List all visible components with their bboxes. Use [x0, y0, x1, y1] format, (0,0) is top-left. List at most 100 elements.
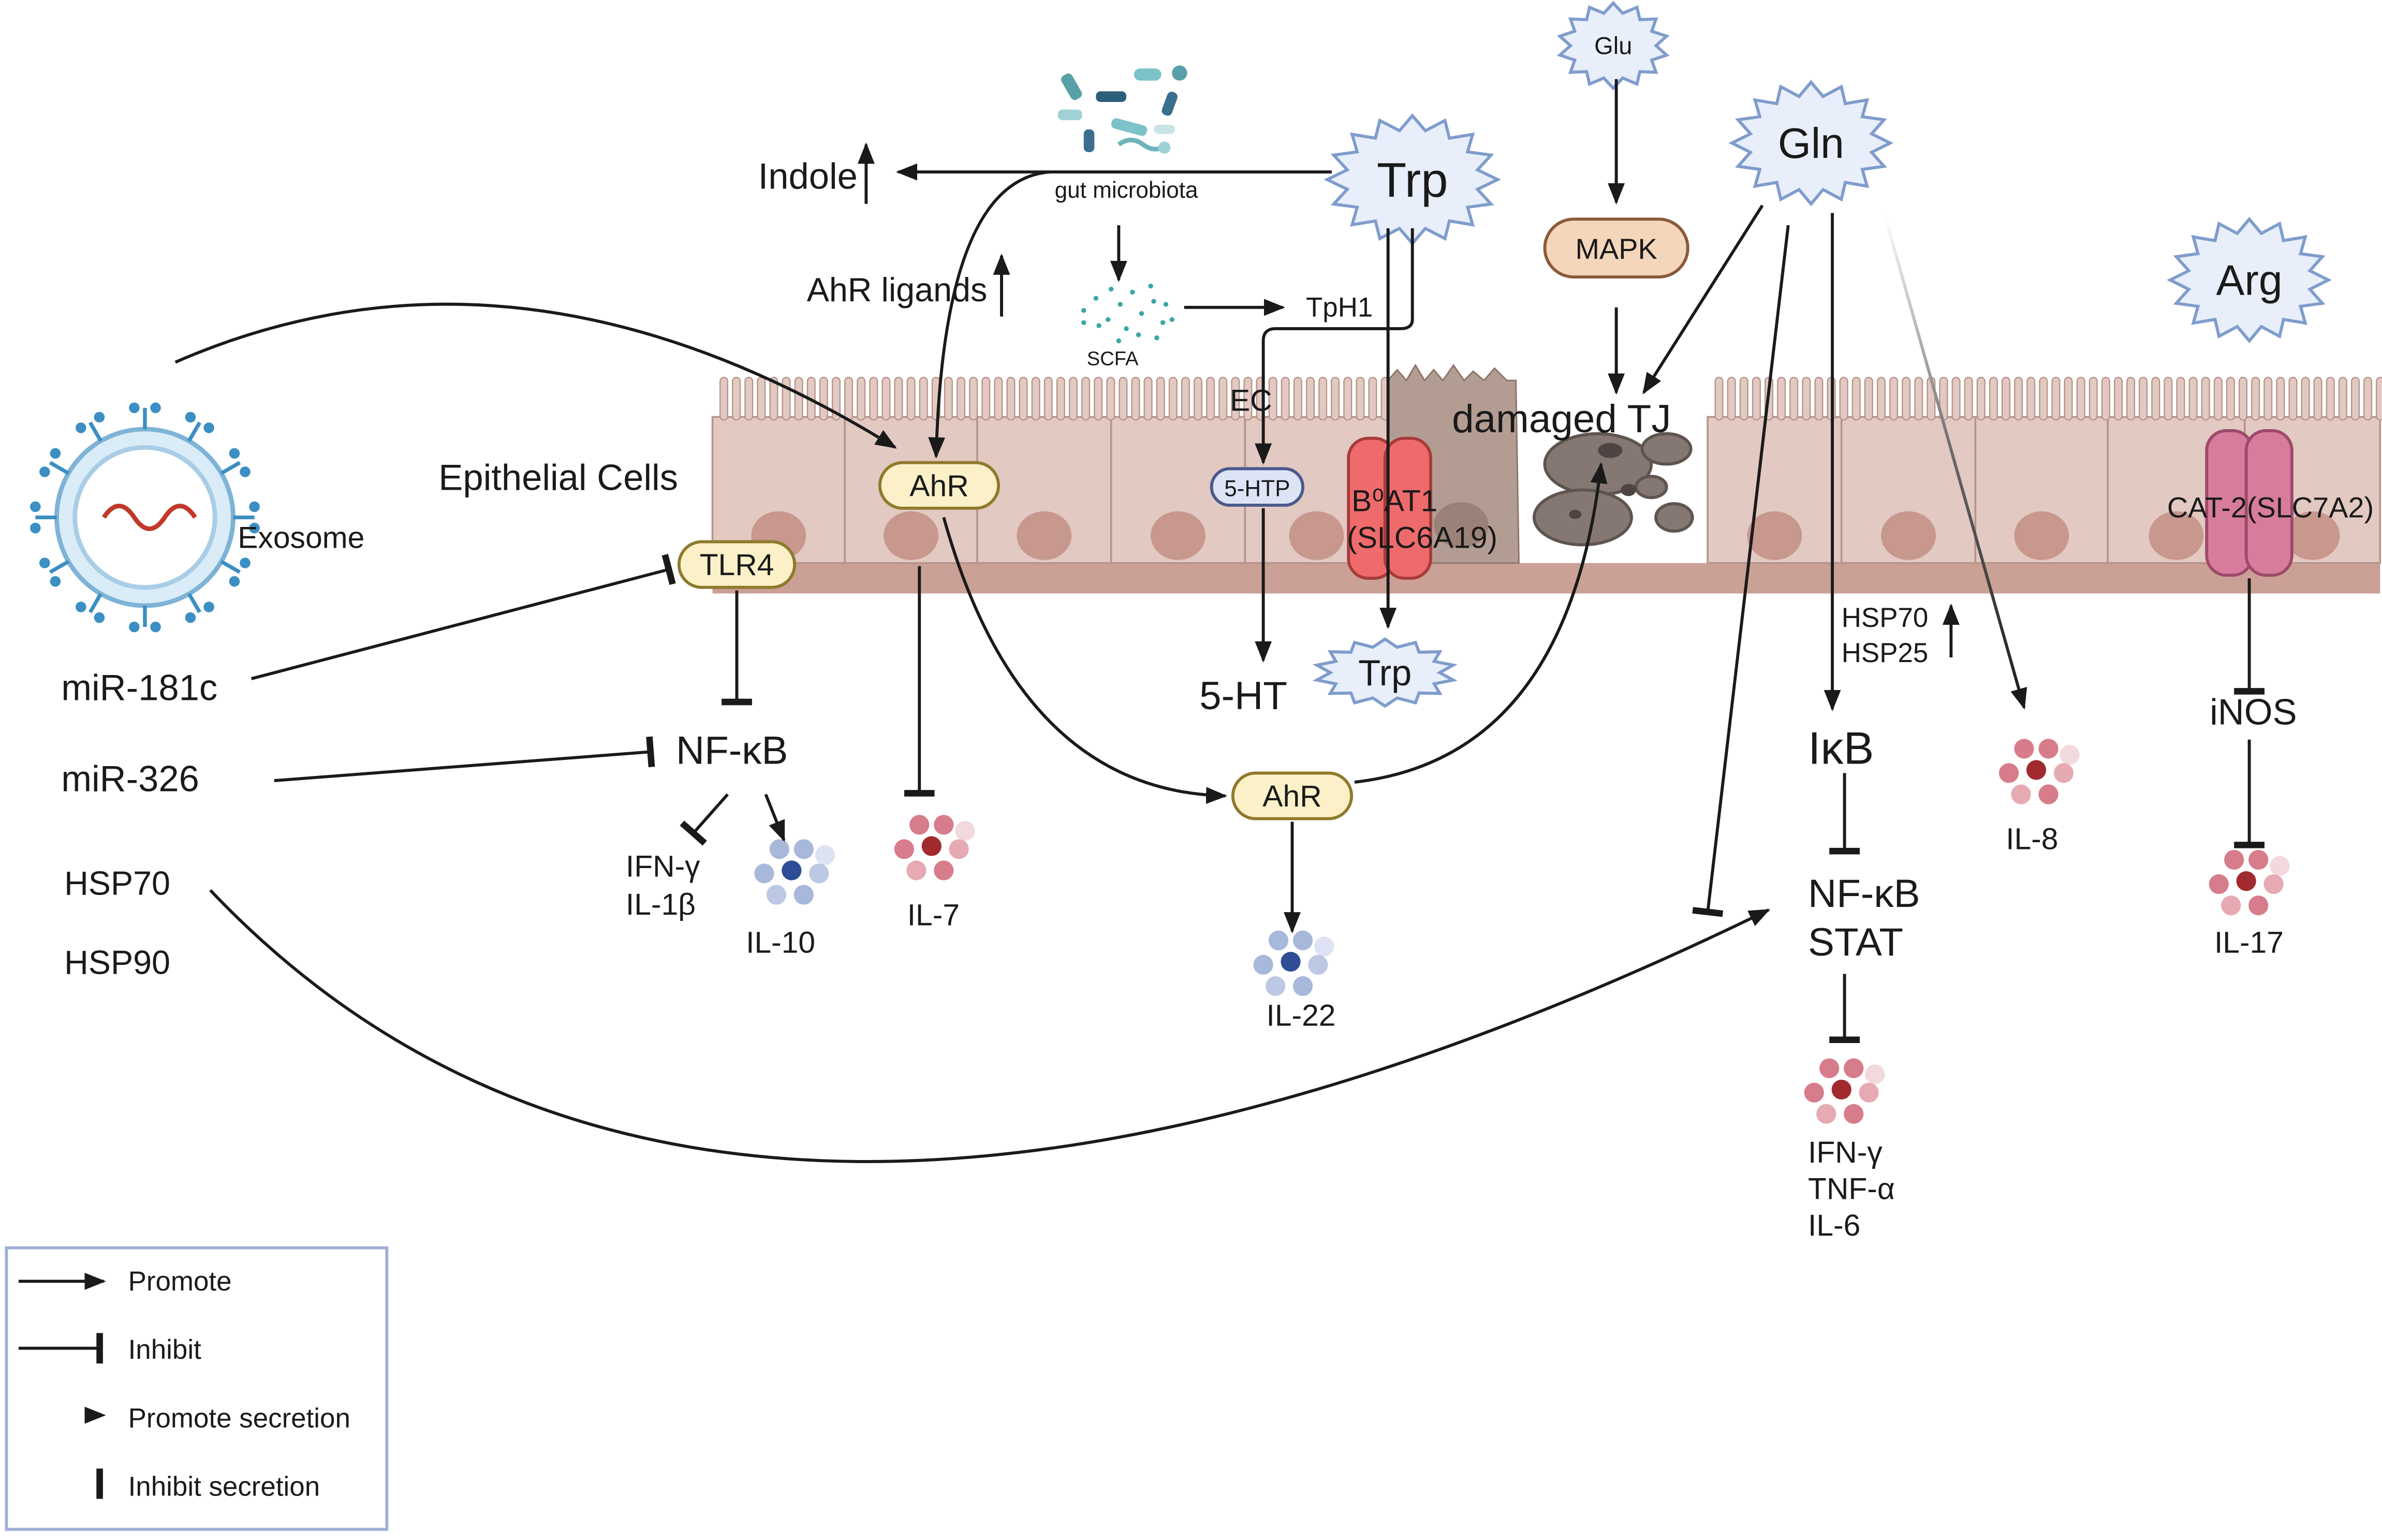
microvillus — [1876, 376, 1886, 421]
legend-promote-label: Promote — [128, 1266, 232, 1297]
microvillus — [1143, 376, 1153, 421]
scfa-particle — [1163, 302, 1169, 307]
scfa-particle — [1096, 323, 1101, 328]
il22-cluster-icon — [1253, 930, 1334, 996]
five-ht-label: 5-HT — [1199, 674, 1287, 718]
microvillus — [2288, 376, 2298, 421]
microvillus — [2064, 376, 2073, 421]
ahr-ligands-label: AhR ligands — [807, 271, 988, 309]
microvillus — [1243, 376, 1253, 421]
microvillus — [956, 376, 966, 421]
cat2-label: CAT-2(SLC7A2) — [2167, 491, 2374, 524]
microvillus — [794, 376, 803, 421]
exosome-spike — [39, 558, 70, 587]
il7-cluster-icon — [894, 815, 975, 881]
tlr4-receptor: TLR4 — [677, 540, 797, 589]
exosome-spike — [39, 448, 70, 477]
trp-top-starburst-icon: Trp — [1324, 113, 1502, 246]
legend-inhibit-secretion-label: Inhibit secretion — [128, 1472, 320, 1502]
microvillus — [1343, 376, 1352, 421]
trp-bottom-starburst-icon: Trp — [1312, 637, 1458, 708]
microvillus — [2226, 376, 2235, 421]
exosome-spike — [220, 558, 251, 587]
th-cytokine-cluster-icon — [1804, 1058, 1885, 1124]
cat2-transporter-icon — [2205, 429, 2293, 577]
hsp25-right-label: HSP25 — [1842, 638, 1929, 668]
microvillus — [719, 376, 729, 421]
secretion-lines — [1883, 212, 2251, 710]
microvillus — [2338, 376, 2347, 421]
slc6a19-label: (SLC6A19) — [1347, 521, 1497, 554]
microvillus — [1305, 376, 1315, 421]
ahr-cell-receptor: AhR — [878, 461, 1001, 510]
scfa-particle — [1081, 320, 1086, 325]
glu-starburst-icon: Glu — [1556, 1, 1670, 91]
microvillus — [1368, 376, 1377, 421]
microvillus — [2126, 376, 2136, 421]
microvillus — [1131, 376, 1140, 421]
arg-starburst-icon: Arg — [2167, 216, 2332, 344]
microvillus — [1889, 376, 1899, 421]
microvillus — [1331, 376, 1340, 421]
epithelial-layer — [711, 363, 2382, 594]
microvillus — [919, 376, 928, 421]
microvilli — [719, 376, 2382, 421]
gln-starburst-label: Gln — [1778, 120, 1844, 167]
hsp70-right-label: HSP70 — [1842, 603, 1929, 633]
inhibition-lines — [251, 225, 2265, 1043]
il22-label: IL-22 — [1267, 999, 1336, 1032]
microvillus — [1156, 376, 1165, 421]
scfa-particle — [1160, 320, 1166, 325]
legend-promote-secretion-label: Promote secretion — [128, 1403, 350, 1433]
microvillus — [857, 376, 866, 421]
scfa-particle — [1136, 332, 1141, 338]
microvillus — [782, 376, 791, 421]
microvillus — [1802, 376, 1811, 421]
five-htp-label: 5-HTP — [1224, 476, 1290, 501]
mapk-label: MAPK — [1576, 232, 1657, 265]
ifng-right-label: IFN-γ — [1808, 1136, 1883, 1169]
microvillus — [1031, 376, 1040, 421]
il8-cluster-icon — [1998, 739, 2080, 804]
microvillus — [1951, 376, 1961, 421]
scfa-particle — [1151, 299, 1156, 304]
microvillus — [1814, 376, 1824, 421]
microvillus — [2263, 376, 2273, 421]
scfa-particle — [1118, 302, 1123, 307]
scfa-particle — [1116, 338, 1122, 344]
microvillus — [2350, 376, 2360, 421]
il6-right-label: IL-6 — [1808, 1209, 1860, 1242]
exosome-spike — [30, 501, 57, 534]
trp-top-starburst-label: Trp — [1377, 153, 1448, 207]
microvillus — [1356, 376, 1365, 421]
nfkb-left-label: NF-κB — [676, 729, 788, 773]
cell-nucleus — [2149, 511, 2204, 560]
tlr4-label: TLR4 — [700, 548, 774, 582]
microvillus — [1106, 376, 1115, 421]
microvillus — [2188, 376, 2198, 421]
microvillus — [2001, 376, 2011, 421]
microvillus — [1281, 376, 1290, 421]
microvillus — [1006, 376, 1016, 421]
microvillus — [2313, 376, 2322, 421]
microvillus — [2151, 376, 2160, 421]
scfa-particle — [1093, 296, 1098, 301]
scfa-particles-icon — [1081, 283, 1174, 344]
indole-label: Indole — [758, 156, 858, 197]
microvillus — [744, 376, 754, 421]
microvillus — [1056, 376, 1065, 421]
microvillus — [1851, 376, 1861, 421]
scfa-particle — [1106, 317, 1111, 322]
ahr-cell-label: AhR — [909, 469, 968, 503]
microvillus — [1714, 376, 1724, 421]
microvillus — [2026, 376, 2036, 421]
microvillus — [2164, 376, 2173, 421]
il17-cluster-icon — [2209, 849, 2290, 916]
pathway-arrows — [174, 79, 1960, 1163]
damaged-tj-icon — [1532, 432, 1694, 547]
microbiota-icon — [1057, 65, 1187, 154]
microvillus — [869, 376, 878, 421]
microvillus — [1839, 376, 1848, 421]
gln-starburst-icon: Gln — [1728, 80, 1894, 207]
